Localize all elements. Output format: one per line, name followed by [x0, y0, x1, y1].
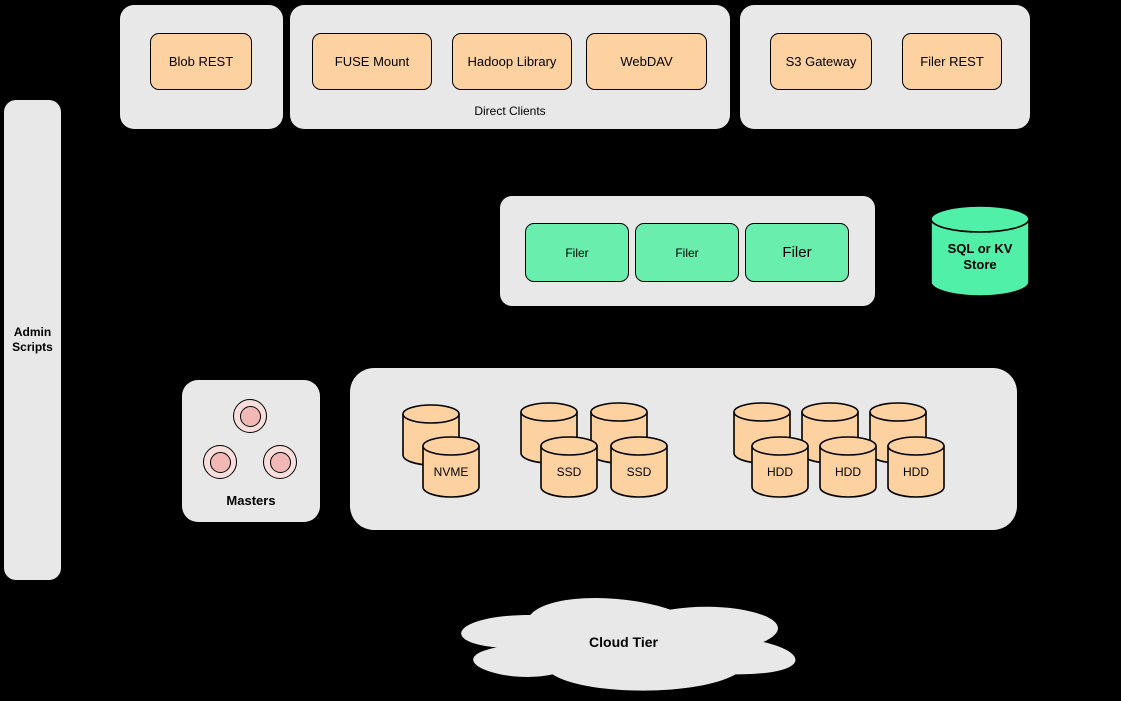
- sql-kv-store-label: SQL or KV Store: [947, 241, 1013, 273]
- hdd-disk: HDD: [819, 436, 877, 498]
- master-node-icon: [233, 399, 267, 433]
- fuse-mount-node: FUSE Mount: [312, 33, 432, 90]
- masters-label: Masters: [226, 493, 276, 508]
- disk-cylinder-icon: [422, 436, 480, 498]
- hadoop-library-node: Hadoop Library: [452, 33, 572, 90]
- webdav-node: WebDAV: [586, 33, 707, 90]
- filer-label-2: Filer: [675, 245, 699, 260]
- hdd-disk: HDD: [751, 436, 809, 498]
- filer-rest-node: Filer REST: [902, 33, 1002, 90]
- hdd-disk: HDD: [887, 436, 945, 498]
- webdav-label: WebDAV: [620, 54, 673, 69]
- hadoop-library-label: Hadoop Library: [467, 54, 557, 69]
- nvme-disk-label: NVME: [433, 465, 469, 479]
- admin-scripts-panel: Admin Scripts: [4, 100, 61, 580]
- filer-node-3: Filer: [745, 223, 849, 282]
- admin-scripts-label: Admin Scripts: [12, 325, 53, 354]
- sql-kv-store: SQL or KV Store: [930, 205, 1030, 297]
- filer-label-1: Filer: [565, 245, 589, 260]
- filer-node-1: Filer: [525, 223, 629, 282]
- disk-cylinder-icon: [540, 436, 598, 498]
- blob-client-group: Blob REST: [120, 5, 283, 129]
- master-node-inner-icon: [269, 451, 291, 473]
- filer-node-2: Filer: [635, 223, 739, 282]
- s3-gateway-label: S3 Gateway: [785, 54, 857, 69]
- nvme-disk: NVME: [422, 436, 480, 498]
- cloud-icon: [461, 598, 796, 691]
- blob-rest-node: Blob REST: [150, 33, 252, 90]
- filer-label-3: Filer: [782, 244, 812, 261]
- s3-gateway-node: S3 Gateway: [770, 33, 872, 90]
- database-cylinder-icon: [930, 205, 1030, 297]
- filer-rest-label: Filer REST: [920, 54, 984, 69]
- masters-group: Masters: [182, 380, 320, 522]
- disk-cylinder-icon: [819, 436, 877, 498]
- ssd-disk-label: SSD: [556, 465, 582, 479]
- hdd-disk-label: HDD: [767, 465, 793, 479]
- hdd-disk-label: HDD: [903, 465, 929, 479]
- direct-clients-group: FUSE Mount Hadoop Library WebDAV Direct …: [290, 5, 730, 129]
- cloud-tier-label: Cloud Tier: [589, 634, 658, 650]
- filer-group: Filer Filer Filer: [500, 196, 875, 306]
- direct-clients-caption: Direct Clients: [474, 104, 546, 118]
- master-node-icon: [263, 445, 297, 479]
- disk-cylinder-icon: [887, 436, 945, 498]
- fuse-mount-label: FUSE Mount: [334, 54, 410, 69]
- disk-cylinder-icon: [751, 436, 809, 498]
- gateway-group: S3 Gateway Filer REST: [740, 5, 1030, 129]
- hdd-disk-label: HDD: [835, 465, 861, 479]
- cloud-tier: Cloud Tier: [437, 588, 810, 696]
- ssd-disk: SSD: [610, 436, 668, 498]
- master-node-icon: [203, 445, 237, 479]
- ssd-disk: SSD: [540, 436, 598, 498]
- master-node-inner-icon: [239, 405, 261, 427]
- ssd-disk-label: SSD: [626, 465, 652, 479]
- master-node-inner-icon: [209, 451, 231, 473]
- volume-servers-group: NVME SSD SSD: [350, 368, 1017, 530]
- blob-rest-label: Blob REST: [168, 54, 234, 69]
- disk-cylinder-icon: [610, 436, 668, 498]
